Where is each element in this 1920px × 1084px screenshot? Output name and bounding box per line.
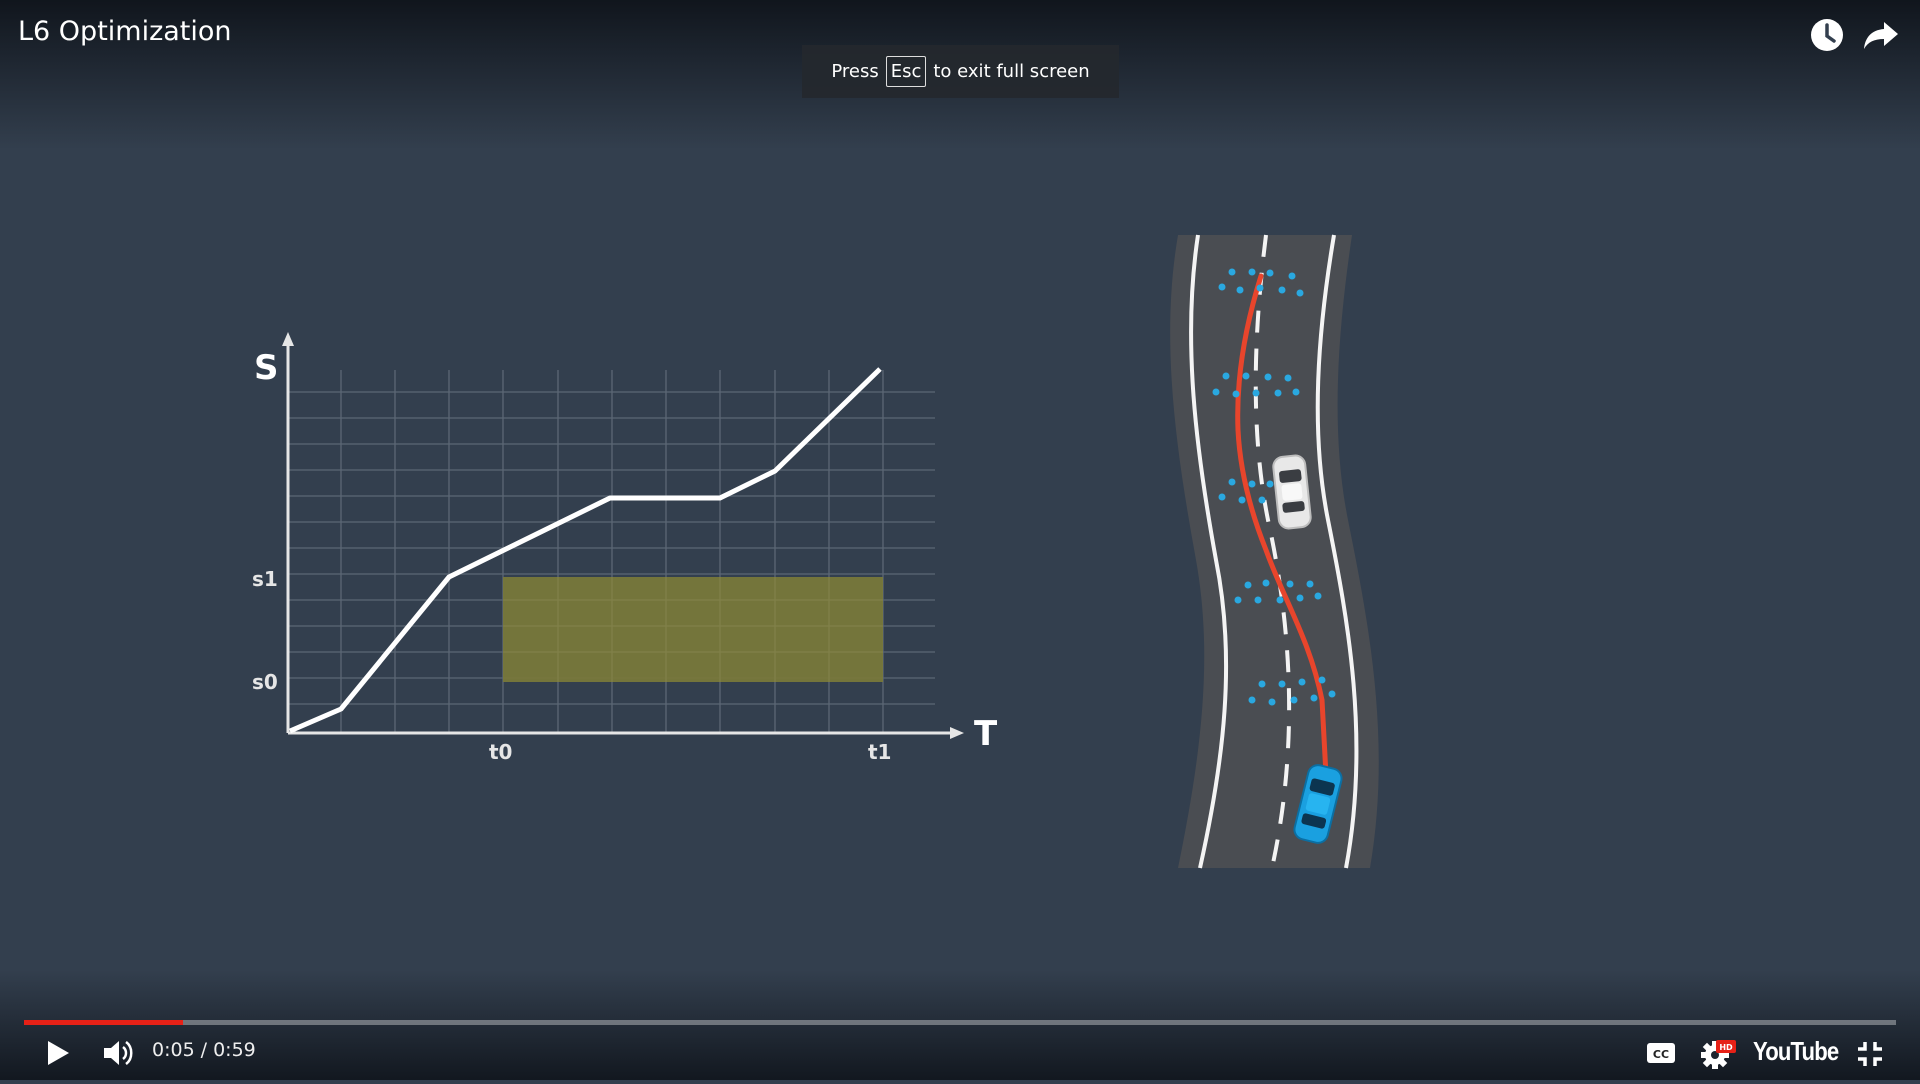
obstacle-car [1272, 454, 1312, 530]
st-graph: S T s1 s0 t0 t1 [252, 332, 998, 764]
svg-text:HD: HD [1719, 1043, 1733, 1052]
constraint-box [503, 577, 883, 682]
road-illustration [1170, 234, 1379, 869]
play-icon[interactable] [44, 1038, 72, 1068]
bottom-shade [0, 970, 1920, 1080]
svg-text:CC: CC [1653, 1048, 1669, 1061]
current-time: 0:05 [152, 1039, 195, 1061]
share-arrow-icon[interactable] [1862, 16, 1900, 54]
clock-icon[interactable] [1808, 16, 1846, 54]
gear-icon[interactable] [1700, 1036, 1736, 1070]
duration: 0:59 [213, 1039, 256, 1061]
t1-label: t1 [868, 740, 891, 764]
time-display: 0:05/0:59 [152, 1039, 256, 1061]
s-axis-label: S [254, 348, 279, 388]
graph-axes [286, 340, 955, 735]
s0-label: s0 [252, 670, 278, 694]
youtube-logo[interactable]: YouTube [1753, 1036, 1839, 1066]
planned-path [1235, 273, 1329, 778]
exit-fullscreen-icon[interactable] [1856, 1040, 1884, 1068]
t0-label: t0 [489, 740, 512, 764]
sample-points [1212, 268, 1336, 706]
ego-car [1293, 764, 1343, 844]
s1-label: s1 [252, 567, 278, 591]
t-axis-arrow [950, 727, 964, 739]
video-title[interactable]: L6 Optimization [18, 16, 232, 47]
progress-played [24, 1020, 184, 1025]
volume-icon[interactable] [102, 1038, 136, 1068]
lane-center-dashes [1253, 234, 1292, 869]
road-left-edge [1189, 234, 1229, 869]
st-curve [289, 367, 882, 734]
t-axis-label: T [974, 714, 998, 754]
road-right-edge [1315, 234, 1359, 869]
esc-key: Esc [885, 56, 927, 87]
fullscreen-toast: Press Esc to exit full screen [802, 45, 1119, 98]
toast-suffix-text: to exit full screen [933, 61, 1090, 82]
cc-icon[interactable]: CC [1646, 1041, 1676, 1065]
s-axis-arrow [282, 332, 294, 346]
toast-press-text: Press [831, 61, 879, 82]
hd-badge: HD [1716, 1040, 1736, 1053]
progress-bar[interactable] [24, 1020, 1896, 1025]
